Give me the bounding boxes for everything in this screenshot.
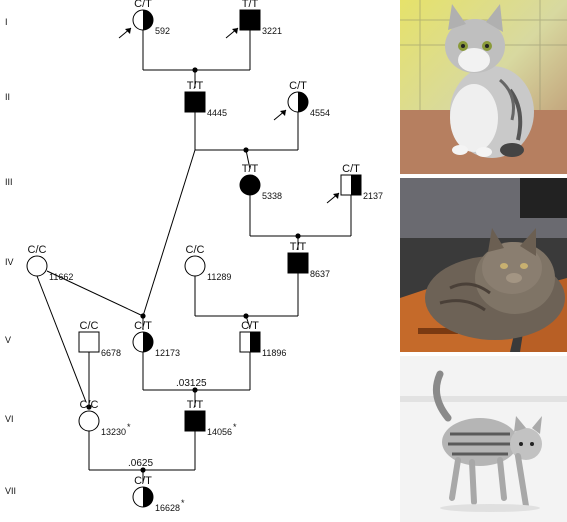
- asterisk-marker: *: [181, 498, 185, 508]
- genotype-label: T/T: [242, 0, 259, 10]
- genotype-label: C/C: [80, 320, 99, 332]
- pedigree-lines: [36, 30, 352, 483]
- individual-id: 592: [155, 26, 170, 36]
- individual-13230: C/C 13230*: [78, 399, 131, 437]
- carrier-half-fill: [143, 332, 153, 352]
- generation-label-1: I: [5, 17, 8, 27]
- genotype-label: T/T: [187, 80, 204, 92]
- male-symbol: [287, 252, 309, 274]
- generation-label-3: III: [5, 177, 13, 187]
- male-symbol: [239, 9, 261, 31]
- male-symbol: [184, 410, 206, 432]
- individual-16628: C/T 16628*: [132, 475, 185, 513]
- carrier-half-fill: [298, 92, 308, 112]
- inbreeding-coefficient-2: .0625: [128, 458, 153, 469]
- female-symbol: [239, 174, 261, 196]
- individual-4445: T/T 4445: [184, 80, 227, 118]
- genotype-label: C/C: [80, 399, 99, 411]
- proband-arrow-icon: [118, 27, 132, 39]
- individual-6678: C/C 6678: [78, 320, 121, 358]
- individual-id: 14056: [207, 427, 232, 437]
- carrier-half-fill: [250, 332, 260, 352]
- proband-arrow-icon: [225, 27, 239, 39]
- generation-label-2: II: [5, 92, 10, 102]
- female-symbol: [26, 255, 48, 277]
- generation-label-7: VII: [5, 486, 16, 496]
- individual-11289: C/C 11289: [184, 244, 231, 282]
- asterisk-marker: *: [127, 422, 131, 432]
- individual-id: 13230: [101, 427, 126, 437]
- individual-12173: C/T 12173: [132, 320, 180, 358]
- cat-photo-1: [400, 0, 567, 174]
- genotype-label: T/T: [290, 241, 307, 253]
- genotype-label: C/T: [342, 163, 360, 175]
- individual-592: C/T 592: [118, 0, 170, 39]
- genotype-label: C/T: [134, 475, 152, 487]
- individual-id: 16628: [155, 503, 180, 513]
- individual-id: 4445: [207, 108, 227, 118]
- genotype-label: C/T: [289, 80, 307, 92]
- individual-id: 11896: [262, 348, 286, 358]
- individual-id: 12173: [155, 348, 180, 358]
- inbreeding-coefficients: .03125 .0625: [128, 378, 207, 469]
- generation-label-4: IV: [5, 257, 14, 267]
- individual-5338: T/T 5338: [239, 163, 282, 201]
- individual-2137: C/T 2137: [326, 163, 383, 204]
- female-symbol: [184, 255, 206, 277]
- carrier-half-fill: [143, 10, 153, 30]
- genotype-label: C/T: [241, 320, 259, 332]
- individual-id: 3221: [262, 26, 282, 36]
- carrier-half-fill: [351, 175, 361, 195]
- genotype-label: C/C: [186, 244, 205, 256]
- individual-id: 5338: [262, 191, 282, 201]
- genotype-label: C/T: [134, 0, 152, 10]
- cat-photo-2: [400, 178, 567, 352]
- individual-11662: C/C 11662: [26, 244, 73, 282]
- individual-id: 11289: [207, 272, 231, 282]
- individual-14056: T/T 14056*: [184, 399, 237, 437]
- generation-label-6: VI: [5, 414, 14, 424]
- individual-11896: C/T 11896: [239, 320, 286, 358]
- individual-8637: T/T 8637: [287, 241, 330, 279]
- individual-id: 8637: [310, 269, 330, 279]
- individual-id: 2137: [363, 191, 383, 201]
- individual-id: 6678: [101, 348, 121, 358]
- female-symbol: [78, 410, 100, 432]
- genotype-label: C/C: [28, 244, 47, 256]
- genotype-label: T/T: [187, 399, 204, 411]
- genotype-label: T/T: [242, 163, 259, 175]
- pedigree-individuals: C/T592T/T3221T/T4445C/T4554T/T5338C/T213…: [26, 0, 383, 513]
- genotype-label: C/T: [134, 320, 152, 332]
- carrier-half-fill: [143, 487, 153, 507]
- proband-arrow-icon: [326, 192, 340, 204]
- cat-photo-3: [400, 356, 567, 522]
- individual-3221: T/T 3221: [225, 0, 282, 39]
- asterisk-marker: *: [233, 422, 237, 432]
- inbreeding-coefficient-1: .03125: [176, 378, 207, 389]
- male-symbol: [78, 331, 100, 353]
- individual-id: 11662: [49, 272, 73, 282]
- male-symbol: [184, 91, 206, 113]
- individual-id: 4554: [310, 108, 330, 118]
- individual-4554: C/T 4554: [273, 80, 330, 121]
- proband-arrow-icon: [273, 109, 287, 121]
- generation-label-5: V: [5, 335, 11, 345]
